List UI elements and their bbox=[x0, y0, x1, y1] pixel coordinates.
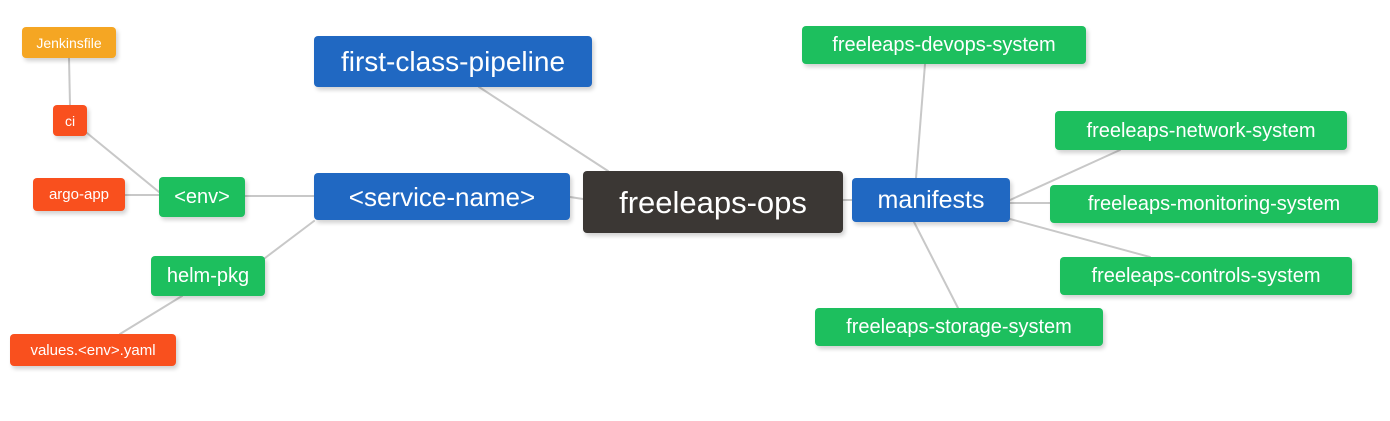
edge-first-class-pipeline-to-freeleaps-ops bbox=[478, 86, 609, 172]
node-jenkinsfile[interactable]: Jenkinsfile bbox=[22, 27, 116, 58]
node-freeleaps-network-system[interactable]: freeleaps-network-system bbox=[1055, 111, 1347, 150]
node-label-freeleaps-controls-system: freeleaps-controls-system bbox=[1091, 265, 1321, 287]
node-freeleaps-devops-system[interactable]: freeleaps-devops-system bbox=[802, 26, 1086, 64]
node-label-values-env-yaml: values.<env>.yaml bbox=[30, 341, 156, 359]
edge-manifests-to-freeleaps-network-system bbox=[1009, 149, 1121, 201]
edge-manifests-to-freeleaps-devops-system bbox=[915, 63, 926, 179]
node-label-manifests: manifests bbox=[877, 185, 985, 214]
node-label-freeleaps-ops: freeleaps-ops bbox=[619, 184, 807, 220]
node-freeleaps-monitoring-system[interactable]: freeleaps-monitoring-system bbox=[1050, 185, 1378, 223]
edge-service-name-to-helm-pkg bbox=[264, 220, 315, 259]
node-argo-app[interactable]: argo-app bbox=[33, 178, 125, 211]
node-label-helm-pkg: helm-pkg bbox=[166, 265, 250, 287]
edge-helm-pkg-to-values-env-yaml bbox=[119, 295, 183, 335]
node-freeleaps-storage-system[interactable]: freeleaps-storage-system bbox=[815, 308, 1103, 346]
node-ci[interactable]: ci bbox=[53, 105, 87, 136]
node-label-freeleaps-network-system: freeleaps-network-system bbox=[1086, 119, 1316, 142]
node-helm-pkg[interactable]: helm-pkg bbox=[151, 256, 265, 296]
node-env[interactable]: <env> bbox=[159, 177, 245, 217]
edge-ci-to-env bbox=[86, 132, 160, 193]
node-manifests[interactable]: manifests bbox=[852, 178, 1010, 222]
node-service-name[interactable]: <service-name> bbox=[314, 173, 570, 220]
node-values-env-yaml[interactable]: values.<env>.yaml bbox=[10, 334, 176, 366]
node-first-class-pipeline[interactable]: first-class-pipeline bbox=[314, 36, 592, 87]
edge-manifests-to-freeleaps-controls-system bbox=[1009, 218, 1151, 258]
edge-service-name-to-freeleaps-ops bbox=[569, 196, 584, 200]
node-label-freeleaps-devops-system: freeleaps-devops-system bbox=[832, 34, 1056, 56]
node-label-freeleaps-monitoring-system: freeleaps-monitoring-system bbox=[1087, 193, 1341, 215]
node-label-ci: ci bbox=[64, 112, 76, 129]
node-label-service-name: <service-name> bbox=[348, 181, 536, 212]
edge-manifests-to-freeleaps-storage-system bbox=[913, 221, 959, 309]
node-freeleaps-controls-system[interactable]: freeleaps-controls-system bbox=[1060, 257, 1352, 295]
node-label-freeleaps-storage-system: freeleaps-storage-system bbox=[846, 316, 1072, 338]
node-label-env: <env> bbox=[174, 186, 230, 208]
node-label-first-class-pipeline: first-class-pipeline bbox=[340, 45, 566, 77]
node-freeleaps-ops[interactable]: freeleaps-ops bbox=[583, 171, 843, 233]
node-label-argo-app: argo-app bbox=[48, 186, 110, 203]
node-label-jenkinsfile: Jenkinsfile bbox=[36, 34, 102, 51]
edge-jenkinsfile-to-ci bbox=[68, 57, 71, 106]
